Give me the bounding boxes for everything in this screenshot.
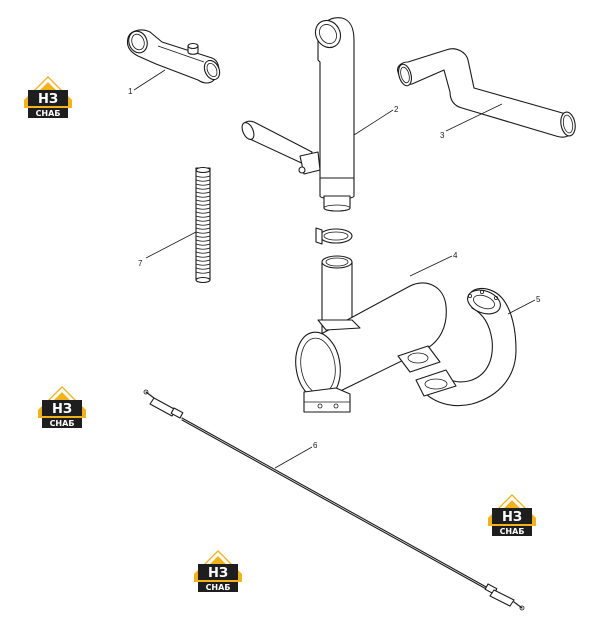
callout-6: 6 (313, 441, 318, 450)
svg-text:СНАБ: СНАБ (36, 109, 61, 118)
hose-corrugation (195, 231, 211, 234)
hose-corrugation (195, 259, 211, 262)
hose-corrugation (195, 179, 211, 182)
watermark-logo: НЗ СНАБ (38, 386, 86, 428)
hose-corrugation (195, 223, 211, 226)
hose-corrugation (195, 211, 211, 214)
hose-corrugation (195, 235, 211, 238)
watermark-logo: НЗ СНАБ (194, 550, 242, 592)
watermark-logo: НЗ СНАБ (24, 76, 72, 118)
callout-4: 4 (453, 251, 458, 260)
hose-corrugation (195, 183, 211, 186)
hose-corrugation (195, 263, 211, 266)
part-5-exhaust-bend-pipe (415, 287, 517, 406)
hose-corrugation (195, 175, 211, 178)
svg-text:НЗ: НЗ (38, 92, 58, 107)
part-1-exhaust-elbow (126, 29, 221, 84)
watermark-logo: НЗ СНАБ (488, 494, 536, 536)
hose-corrugation (195, 215, 211, 218)
svg-text:НЗ: НЗ (208, 566, 228, 581)
hose-corrugation (195, 267, 211, 270)
part-7-flexible-hose (195, 166, 211, 284)
hose-corrugation (195, 247, 211, 250)
hose-corrugation (195, 203, 211, 206)
callouts: 1 2 3 4 5 6 7 (128, 69, 541, 469)
hose-corrugation (195, 255, 211, 258)
hose-corrugation (195, 191, 211, 194)
hose-corrugation (195, 199, 211, 202)
part-4-muffler (295, 255, 447, 413)
svg-text:НЗ: НЗ (52, 402, 72, 417)
callout-3: 3 (440, 131, 445, 140)
callout-1: 1 (128, 87, 133, 96)
callout-5: 5 (536, 295, 541, 304)
part-2-exhaust-stack (241, 17, 355, 212)
hose-corrugation (195, 195, 211, 198)
hose-corrugation (195, 187, 211, 190)
hose-corrugation (195, 251, 211, 254)
callout-7: 7 (138, 259, 143, 268)
hose-corrugation (195, 239, 211, 242)
hose-corrugation (195, 207, 211, 210)
hose-corrugation (195, 271, 211, 274)
clamp (315, 227, 353, 245)
hose-corrugation (195, 227, 211, 230)
part-3-air-inlet-pipe (397, 48, 576, 138)
svg-text:СНАБ: СНАБ (206, 583, 231, 592)
hose-corrugation (195, 243, 211, 246)
svg-text:СНАБ: СНАБ (500, 527, 525, 536)
svg-text:СНАБ: СНАБ (50, 419, 75, 428)
part-6-control-cable (143, 389, 525, 611)
svg-text:НЗ: НЗ (502, 510, 522, 525)
callout-2: 2 (394, 105, 399, 114)
hose-corrugation (195, 219, 211, 222)
